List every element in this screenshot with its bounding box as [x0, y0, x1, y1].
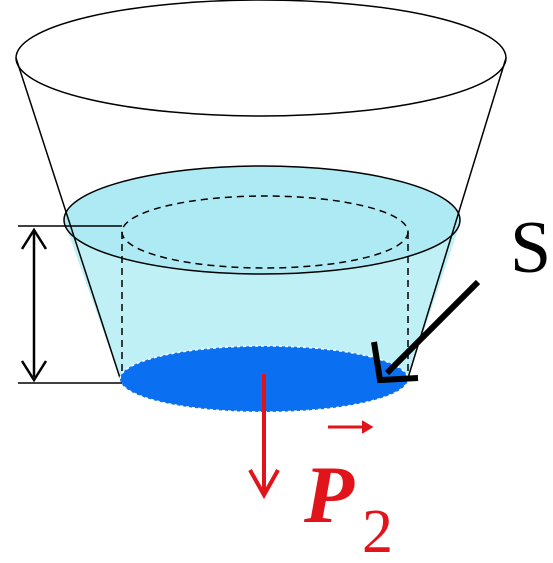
force-arrow-head — [248, 469, 280, 500]
liquid-surface — [63, 165, 461, 275]
area-pointer-arrow-head — [371, 341, 419, 384]
height-arrow-head-bottom — [20, 360, 48, 383]
vessel-rim — [15, 0, 507, 117]
vector-bar-head — [361, 420, 374, 434]
vessel-right-wall — [407, 57, 507, 379]
height-arrow-head-top — [20, 227, 48, 250]
vessel-left-wall — [15, 57, 121, 379]
force-label: P — [303, 449, 355, 540]
area-pointer-arrow — [384, 279, 481, 376]
force-subscript: 2 — [362, 498, 393, 563]
area-label: S — [510, 207, 551, 289]
